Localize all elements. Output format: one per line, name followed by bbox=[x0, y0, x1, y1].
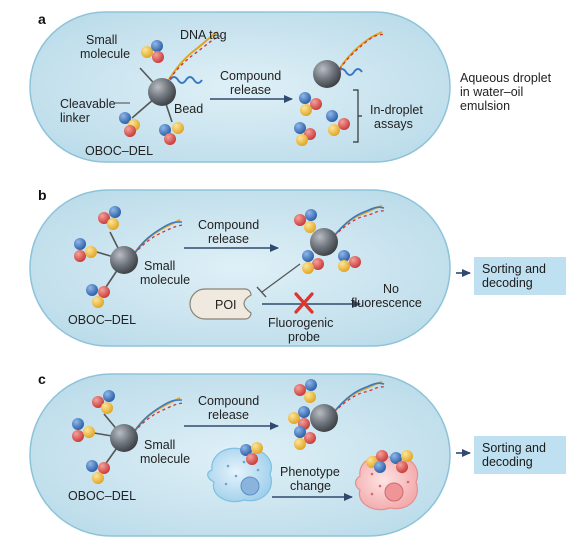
panel-b-molecule-bottom bbox=[86, 284, 110, 308]
label-small-molecule-b-1: Small bbox=[144, 259, 175, 273]
label-cleavable-1: Cleavable bbox=[60, 97, 116, 111]
panel-b-free-molecule-2 bbox=[302, 250, 324, 274]
label-no-fluor-1: No bbox=[383, 282, 399, 296]
panel-b-molecule-left bbox=[74, 238, 97, 262]
panel-a-free-molecule-3 bbox=[326, 110, 350, 136]
label-probe-2: probe bbox=[288, 330, 320, 344]
panel-b-droplet bbox=[29, 189, 451, 347]
label-release-a-2: release bbox=[230, 83, 271, 97]
label-oboc-b: OBOC–DEL bbox=[68, 313, 136, 327]
label-sorting-c-1: Sorting and bbox=[482, 441, 546, 455]
label-small-molecule-1: Small bbox=[86, 33, 117, 47]
panel-a-molecule-left bbox=[119, 112, 140, 137]
panel-a-molecule-top bbox=[141, 40, 164, 63]
panel-c-cell-molecule bbox=[240, 442, 263, 465]
label-bead: Bead bbox=[174, 102, 203, 116]
label-dna-tag: DNA tag bbox=[180, 28, 227, 42]
panel-a-free-molecule-1 bbox=[299, 92, 322, 116]
panel-b-released-bead bbox=[310, 205, 386, 256]
label-release-b-1: Compound bbox=[198, 218, 259, 232]
sorting-box-b bbox=[474, 257, 566, 295]
label-probe-1: Fluorogenic bbox=[268, 316, 333, 330]
panel-c-cell-after-molecule-2 bbox=[390, 450, 413, 473]
panel-c-molecule-left bbox=[72, 418, 95, 442]
label-assays-1: In-droplet bbox=[370, 103, 423, 117]
panel-c-free-molecule-1 bbox=[294, 379, 317, 403]
label-poi: POI bbox=[215, 298, 237, 312]
panel-b-molecule-top bbox=[98, 206, 121, 230]
label-small-molecule-c-2: molecule bbox=[140, 452, 190, 466]
panel-c-released-bead bbox=[310, 381, 386, 432]
label-oboc-c: OBOC–DEL bbox=[68, 489, 136, 503]
label-release-b-2: release bbox=[208, 232, 249, 246]
panel-c-molecule-top bbox=[92, 390, 115, 414]
inhibition-bar bbox=[256, 286, 267, 298]
label-small-molecule-c-1: Small bbox=[144, 438, 175, 452]
panel-b-bead-assembly bbox=[89, 219, 184, 291]
label-no-fluor-2: fluorescence bbox=[351, 296, 422, 310]
label-small-molecule-b-2: molecule bbox=[140, 273, 190, 287]
panel-c-free-molecule-3 bbox=[294, 426, 316, 450]
label-release-c-1: Compound bbox=[198, 394, 259, 408]
panel-a-free-molecule-2 bbox=[294, 122, 316, 146]
label-assays-2: assays bbox=[374, 117, 413, 131]
label-droplet-3: emulsion bbox=[460, 99, 510, 113]
panel-c-free-molecule-2 bbox=[288, 406, 310, 430]
label-sorting-b-2: decoding bbox=[482, 276, 533, 290]
panel-c-letter: c bbox=[38, 371, 46, 387]
panel-b-letter: b bbox=[38, 187, 47, 203]
label-release-c-2: release bbox=[208, 408, 249, 422]
bead-icon bbox=[148, 78, 176, 106]
dna-tag-icon bbox=[169, 76, 203, 84]
panel-a-bead-assembly bbox=[131, 31, 221, 123]
sorting-box-c bbox=[474, 436, 566, 474]
label-droplet-1: Aqueous droplet bbox=[460, 71, 552, 85]
poi-icon bbox=[189, 288, 252, 320]
label-release-a-1: Compound bbox=[220, 69, 281, 83]
panel-b-free-molecule-3 bbox=[338, 250, 361, 272]
label-phenotype-2: change bbox=[290, 479, 331, 493]
label-droplet-2: in water–oil bbox=[460, 85, 523, 99]
panel-a-letter: a bbox=[38, 11, 46, 27]
cross-icon bbox=[294, 292, 314, 314]
label-sorting-b-1: Sorting and bbox=[482, 262, 546, 276]
panel-a-released-bead bbox=[313, 31, 385, 88]
label-phenotype-1: Phenotype bbox=[280, 465, 340, 479]
label-oboc-a: OBOC–DEL bbox=[85, 144, 153, 158]
label-cleavable-2: linker bbox=[60, 111, 90, 125]
panel-c-cell-after-molecule-1 bbox=[366, 450, 388, 473]
assay-bracket bbox=[353, 89, 362, 143]
label-sorting-c-2: decoding bbox=[482, 455, 533, 469]
panel-b-free-molecule-1 bbox=[294, 209, 317, 233]
cell-before-icon bbox=[207, 447, 272, 503]
inhibition-line bbox=[261, 263, 301, 293]
panel-a-molecule-bottom bbox=[159, 122, 184, 145]
label-small-molecule-2: molecule bbox=[80, 47, 130, 61]
cell-after-icon bbox=[354, 455, 419, 511]
panel-c-bead-assembly bbox=[87, 397, 184, 467]
panel-c-molecule-bottom bbox=[86, 460, 110, 484]
